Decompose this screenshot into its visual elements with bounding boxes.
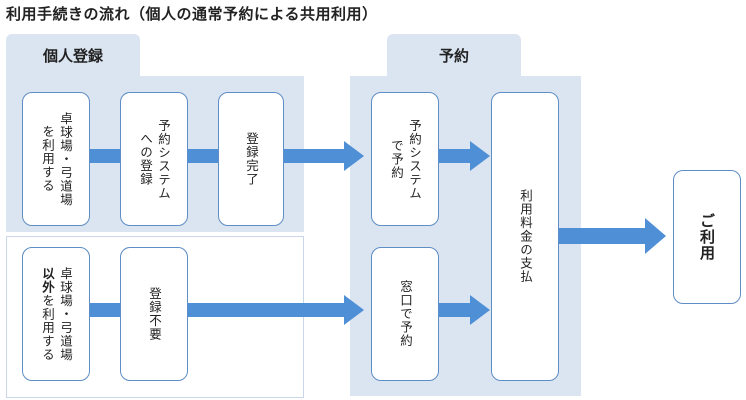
arrow-done-to-reserve-system [282, 141, 364, 171]
reserve-window-box: 窓口で予約 [371, 247, 439, 381]
user-b-line2: を利用する [40, 293, 55, 362]
user-box-other: 卓球場・弓道場 以外を利用する [22, 247, 90, 381]
personal-registration-tab: 個人登録 [6, 34, 140, 76]
user-box-facility: 卓球場・弓道場 を利用する [22, 92, 90, 226]
register-system-line2: への登録 [138, 132, 153, 186]
user-b-bold: 以外 [40, 266, 55, 294]
arrow-shaft-system-to-done [187, 149, 219, 163]
user-b-line1: 卓球場・弓道場 [58, 266, 73, 362]
register-system-line1: 予約システム [156, 118, 171, 200]
payment-box: 利用料金の支払 [491, 92, 559, 381]
no-registration-text: 登録不要 [147, 287, 162, 341]
personal-registration-label: 個人登録 [42, 46, 103, 65]
reserve-window-text: 窓口で予約 [398, 280, 413, 348]
reservation-label: 予約 [438, 46, 469, 65]
use-text: ご利用 [698, 213, 716, 261]
arrow-noregister-to-window [185, 295, 364, 325]
user-a-line1: 卓球場・弓道場 [58, 111, 73, 207]
payment-text: 利用料金の支払 [518, 189, 533, 284]
arrow-window-to-payment [437, 295, 490, 325]
page-title: 利用手続きの流れ（個人の通常予約による共用利用） [6, 5, 378, 23]
arrow-shaft-user-b-to-noregister [89, 303, 121, 317]
registration-complete-text: 登録完了 [244, 132, 259, 186]
no-registration-box: 登録不要 [120, 247, 188, 381]
reserve-system-line2: で予約 [389, 138, 404, 180]
arrow-shaft-user-to-system [89, 149, 121, 163]
user-a-line2: を利用する [40, 125, 55, 193]
register-system-box: 予約システム への登録 [120, 92, 188, 226]
reserve-system-box: 予約システム で予約 [371, 92, 439, 226]
use-box: ご利用 [673, 170, 741, 304]
reserve-system-line1: 予約システム [407, 118, 422, 200]
arrow-reserve-system-to-payment [437, 141, 490, 171]
reservation-tab: 予約 [387, 34, 521, 76]
arrow-payment-to-use [558, 218, 666, 254]
registration-complete-box: 登録完了 [218, 92, 284, 226]
user-b-line2-wrap: 以外を利用する [39, 267, 55, 362]
